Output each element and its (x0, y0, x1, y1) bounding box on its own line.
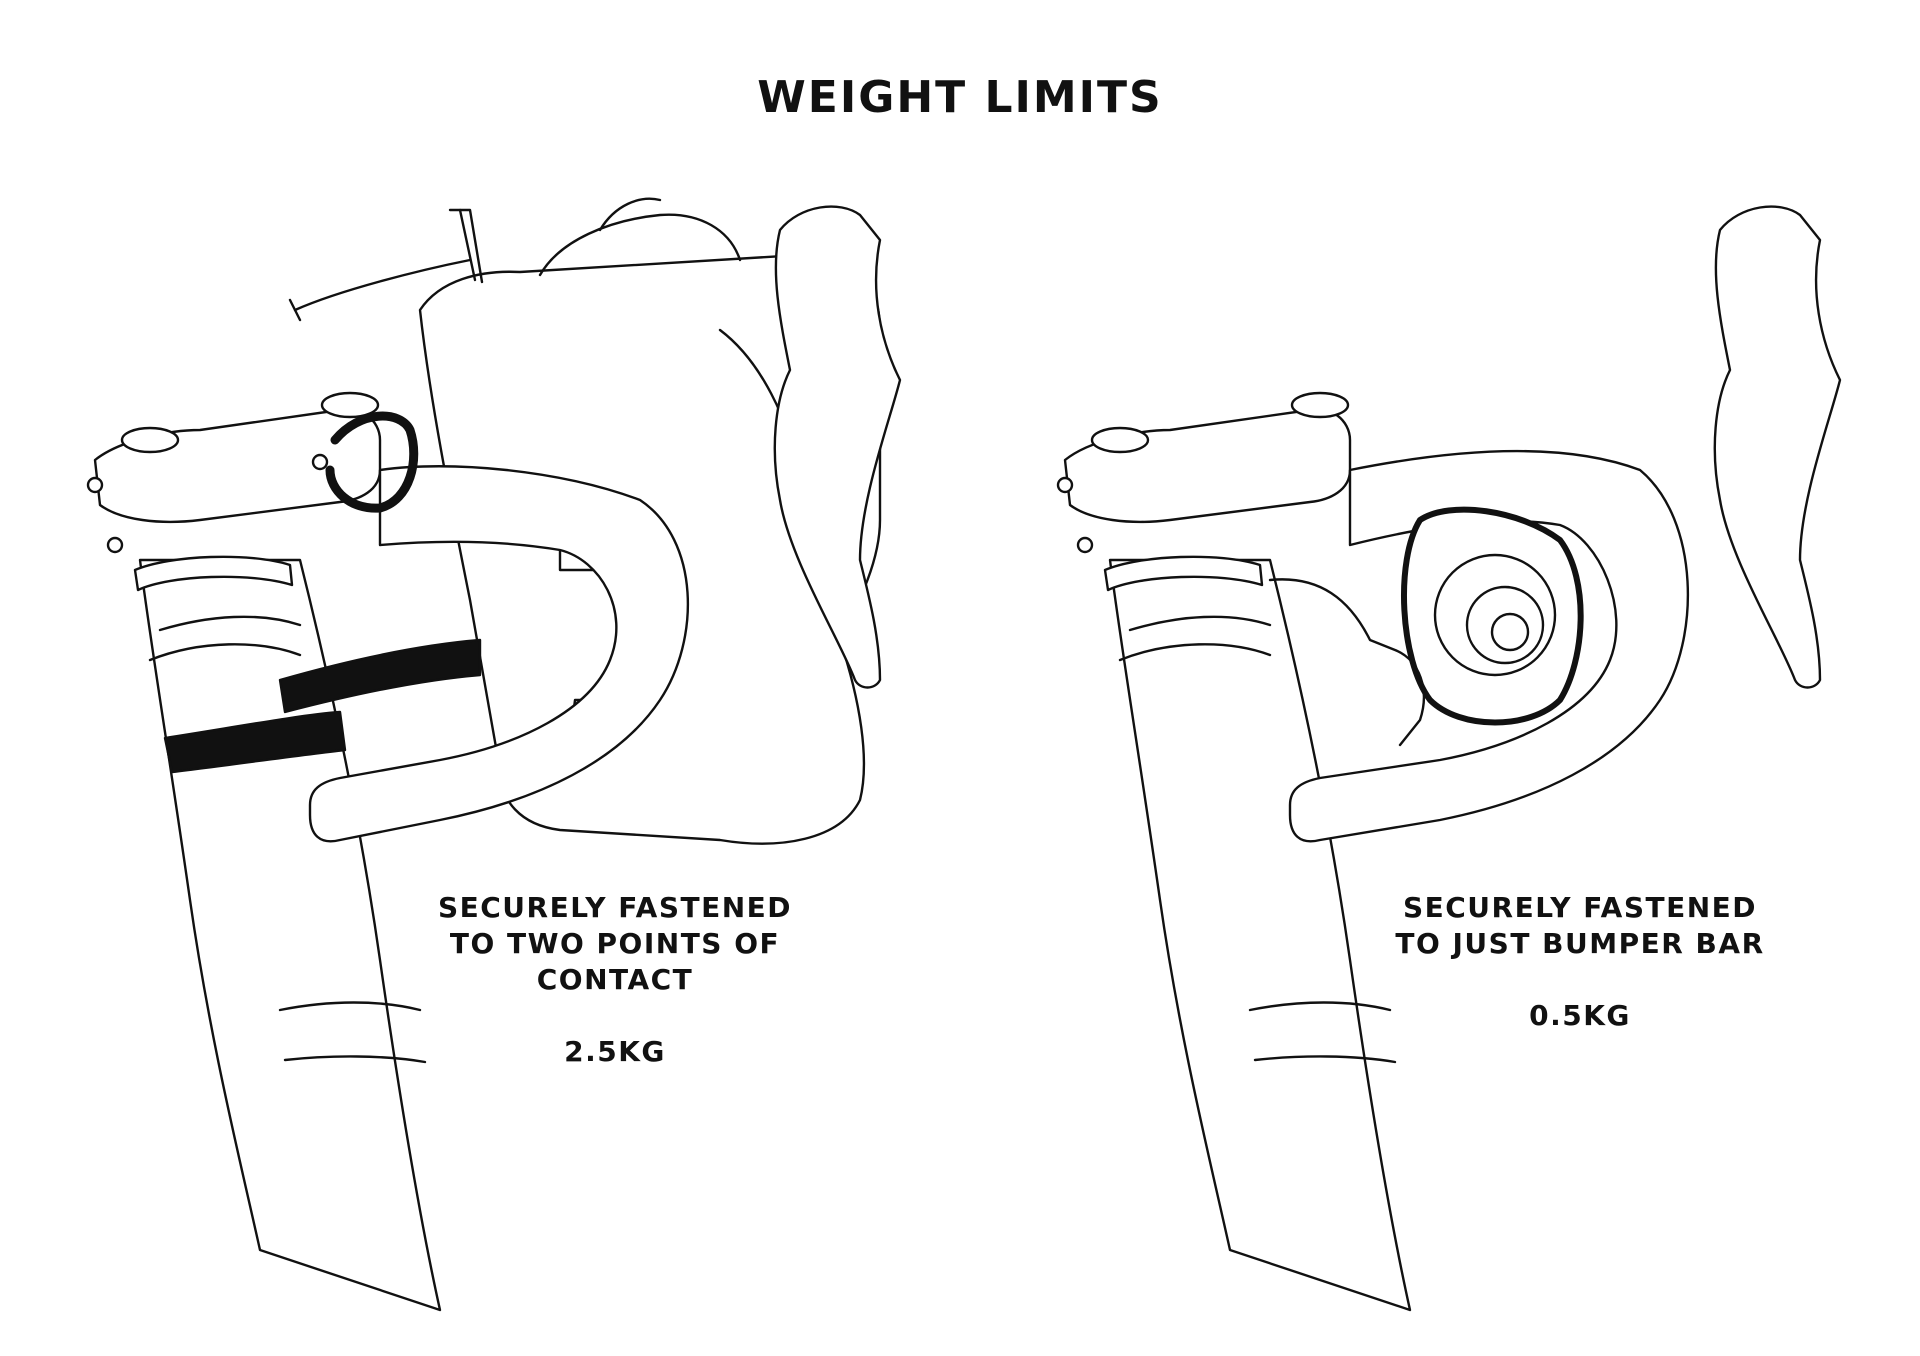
brake-lever (1715, 207, 1840, 688)
caption-bumper-bar: SECURELY FASTENED TO JUST BUMPER BAR 0.5… (1360, 890, 1800, 1034)
strap-upper (280, 640, 480, 712)
handlebar (310, 466, 688, 841)
weight-value: 0.5KG (1529, 999, 1631, 1032)
caption-line: SECURELY FASTENED (1402, 891, 1758, 924)
caption-two-points: SECURELY FASTENED TO TWO POINTS OF CONTA… (395, 890, 835, 1070)
caption-line: TO TWO POINTS OF (449, 927, 781, 960)
brake-lever (775, 207, 900, 688)
stem (1065, 409, 1350, 522)
stem (95, 409, 380, 522)
page-title: WEIGHT LIMITS (757, 72, 1163, 123)
weight-value: 2.5KG (564, 1035, 666, 1068)
caption-line: CONTACT (536, 963, 694, 996)
stem-strap (330, 416, 414, 508)
caption-line: TO JUST BUMPER BAR (1395, 927, 1765, 960)
handlebar (1290, 451, 1688, 841)
roll-pouch (1404, 510, 1581, 723)
caption-line: SECURELY FASTENED (437, 891, 793, 924)
strap-lower (165, 712, 345, 772)
left-illustration (88, 199, 900, 1310)
right-illustration (1058, 207, 1840, 1310)
